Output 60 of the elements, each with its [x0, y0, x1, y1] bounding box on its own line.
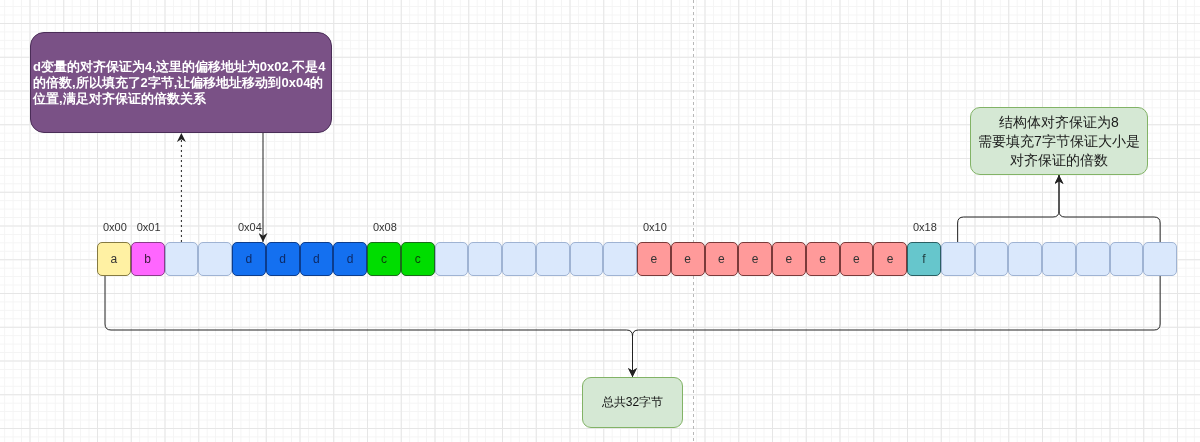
summary-text: 总共32字节: [601, 394, 664, 411]
memory-cell: [569, 242, 604, 276]
memory-cell: [805, 242, 840, 276]
note-box: [30, 32, 332, 133]
arrow: [258, 132, 268, 243]
memory-cell: [502, 242, 536, 276]
memory-cell: [400, 242, 435, 276]
cell-letter: a: [110, 252, 118, 266]
cell-letter: f: [922, 252, 926, 266]
offset-label: 0x18: [913, 220, 937, 234]
note-text: d变量的对齐保证为4,这里的偏移地址为0x02,不是4的倍数,所以填充了2字节,让偏移地址移动到0x04的位置,满足对齐保证的倍数关系: [33, 58, 327, 107]
memory-cell: [839, 242, 874, 276]
memory-cell: [1109, 242, 1144, 276]
memory-cell: [468, 242, 502, 276]
cell-letter: e: [853, 252, 860, 266]
note-box: [970, 107, 1148, 175]
memory-cell: [1008, 242, 1042, 276]
cell-letter: e: [819, 252, 826, 266]
memory-cell: [772, 242, 806, 276]
cell-letter: b: [144, 252, 151, 266]
memory-cell: [1143, 242, 1177, 276]
offset-label: 0x01: [136, 220, 161, 234]
memory-cell: [603, 242, 637, 276]
bracket-arrow: [1054, 174, 1161, 243]
offset-label: 0x08: [373, 220, 397, 234]
note-text: 结构体对齐保证为8: [999, 112, 1119, 132]
memory-cell: [704, 242, 739, 276]
cell-letter: e: [751, 252, 759, 266]
offset-label: 0x04: [238, 220, 262, 234]
cell-letter: d: [346, 252, 354, 266]
cell-letter: d: [279, 252, 286, 266]
memory-cell: [164, 242, 199, 276]
cell-letter: e: [684, 252, 691, 266]
arrow: [176, 132, 186, 243]
bracket-arrow: [628, 275, 1161, 378]
cell-letter: d: [245, 252, 253, 266]
cell-letter: c: [380, 252, 387, 266]
cell-letter: e: [785, 252, 793, 266]
offset-label: 0x00: [103, 220, 127, 234]
note-text: 需要填充7字节保证大小是对齐保证的倍数: [977, 131, 1141, 170]
cell-letter: c: [414, 252, 421, 266]
memory-cell: [940, 242, 975, 276]
memory-cell: [535, 242, 570, 276]
memory-cell: [434, 242, 469, 276]
offset-label: 0x10: [643, 220, 667, 234]
memory-cell: [1042, 242, 1076, 276]
cell-letter: e: [886, 252, 894, 266]
memory-cell: [738, 242, 772, 276]
cell-letter: d: [313, 252, 320, 266]
cell-letter: e: [650, 252, 658, 266]
memory-cell: [265, 242, 300, 276]
memory-cell: [198, 242, 232, 276]
summary-box: [582, 377, 683, 428]
memory-cell: [974, 242, 1009, 276]
cell-letter: e: [718, 252, 725, 266]
memory-cell: [333, 242, 367, 276]
memory-cell: [1075, 242, 1110, 276]
memory-cell: [873, 242, 907, 276]
memory-cell: [299, 242, 334, 276]
memory-cell: [670, 242, 705, 276]
